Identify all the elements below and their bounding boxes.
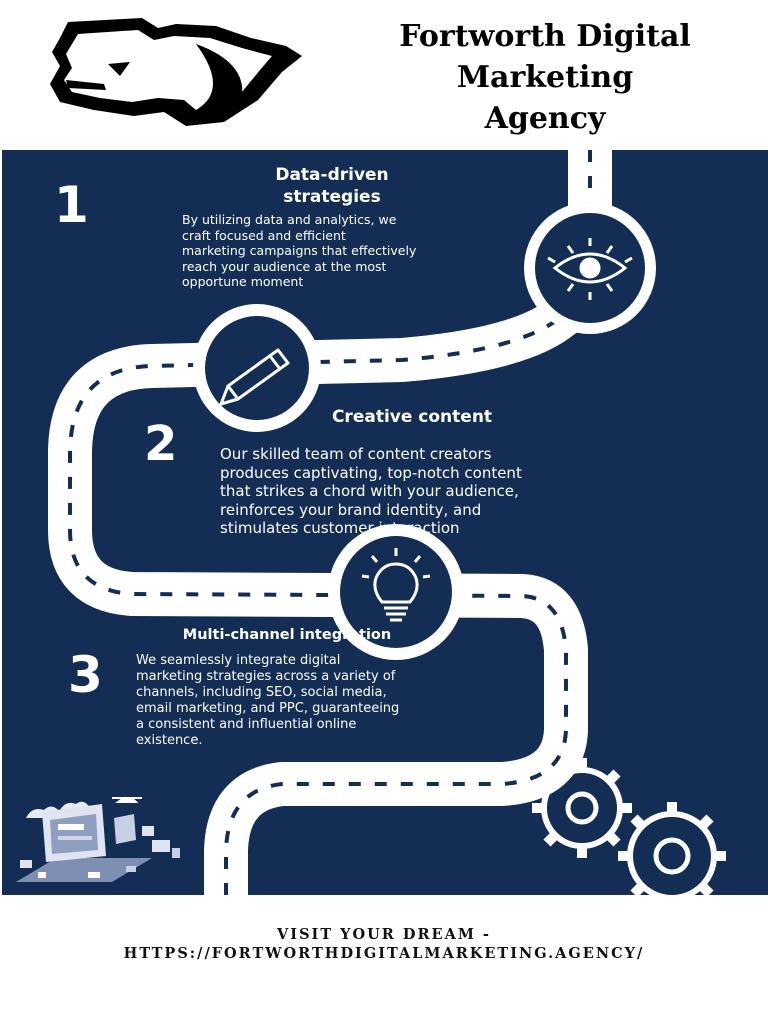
step-3-number: 3 <box>68 646 103 704</box>
step-2-line: produces captivating, top-notch content <box>220 463 522 482</box>
step-1-number: 1 <box>54 176 89 234</box>
step-2-heading: Creative content <box>331 407 493 427</box>
laptop-city-illustration <box>16 797 180 882</box>
cta-link[interactable]: VISIT YOUR DREAM - HTTPS://FORTWORTHDIGI… <box>0 925 768 963</box>
step-2-line: Our skilled team of content creators <box>220 445 492 463</box>
step-1-line: marketing campaigns that effectively <box>182 243 417 258</box>
step-1-line: craft focused and efficient <box>182 227 346 243</box>
title-line-3: Agency <box>484 101 606 136</box>
step-3-line: marketing strategies across a variety of <box>136 669 396 684</box>
page-title: Fortworth Digital Marketing Agency <box>330 16 760 139</box>
step-2-line: that strikes a chord with your audience, <box>220 482 519 500</box>
pencil-icon <box>219 348 290 406</box>
step-2-line: reinforces your brand identity, and <box>220 500 482 519</box>
step-3-line: existence. <box>136 733 203 748</box>
cta-line-1: VISIT YOUR DREAM - <box>277 926 491 943</box>
cta-line-2: HTTPS://FORTWORTHDIGITALMARKETING.AGENCY… <box>123 945 645 962</box>
gears-icon <box>532 758 726 895</box>
eye-badge <box>524 202 656 334</box>
step-1-line: opportune moment <box>182 274 304 289</box>
lightbulb-icon <box>361 548 431 622</box>
step-1-heading-line-1: Data-driven <box>275 165 389 185</box>
step-1-line: By utilizing data and analytics, we <box>182 212 397 227</box>
step-2-number: 2 <box>144 416 178 472</box>
step-3-line: We seamlessly integrate digital <box>136 653 341 668</box>
step-1-heading: Data-driven strategies <box>202 164 462 208</box>
road-path <box>16 150 726 895</box>
step-3-line: a consistent and influential online <box>136 717 357 732</box>
footer: VISIT YOUR DREAM - HTTPS://FORTWORTHDIGI… <box>0 895 768 1024</box>
title-line-2: Marketing <box>456 60 634 95</box>
step-3-line: channels, including SEO, social media, <box>136 685 387 700</box>
step-2-body: Our skilled team of content creators pro… <box>220 445 690 538</box>
eye-icon <box>547 238 633 300</box>
lightbulb-badge <box>328 524 464 660</box>
step-1-heading-line-2: strategies <box>283 187 381 207</box>
title-line-1: Fortworth Digital <box>399 19 691 54</box>
header: Fortworth Digital Marketing Agency <box>0 0 768 150</box>
bear-head-logo <box>50 18 302 126</box>
step-3-body: We seamlessly integrate digital marketin… <box>136 653 536 749</box>
pencil-badge <box>193 304 321 432</box>
step-1-line: reach your audience at the most <box>182 258 387 274</box>
step-2-line: stimulates customer interaction <box>220 519 460 537</box>
step-3-heading: Multi-channel integration <box>182 627 392 643</box>
step-1-body: By utilizing data and analytics, we craf… <box>182 212 532 290</box>
infographic-panel: 1 Data-driven strategies By utilizing da… <box>2 150 768 895</box>
step-3-line: email marketing, and PPC, guaranteeing <box>136 701 400 716</box>
